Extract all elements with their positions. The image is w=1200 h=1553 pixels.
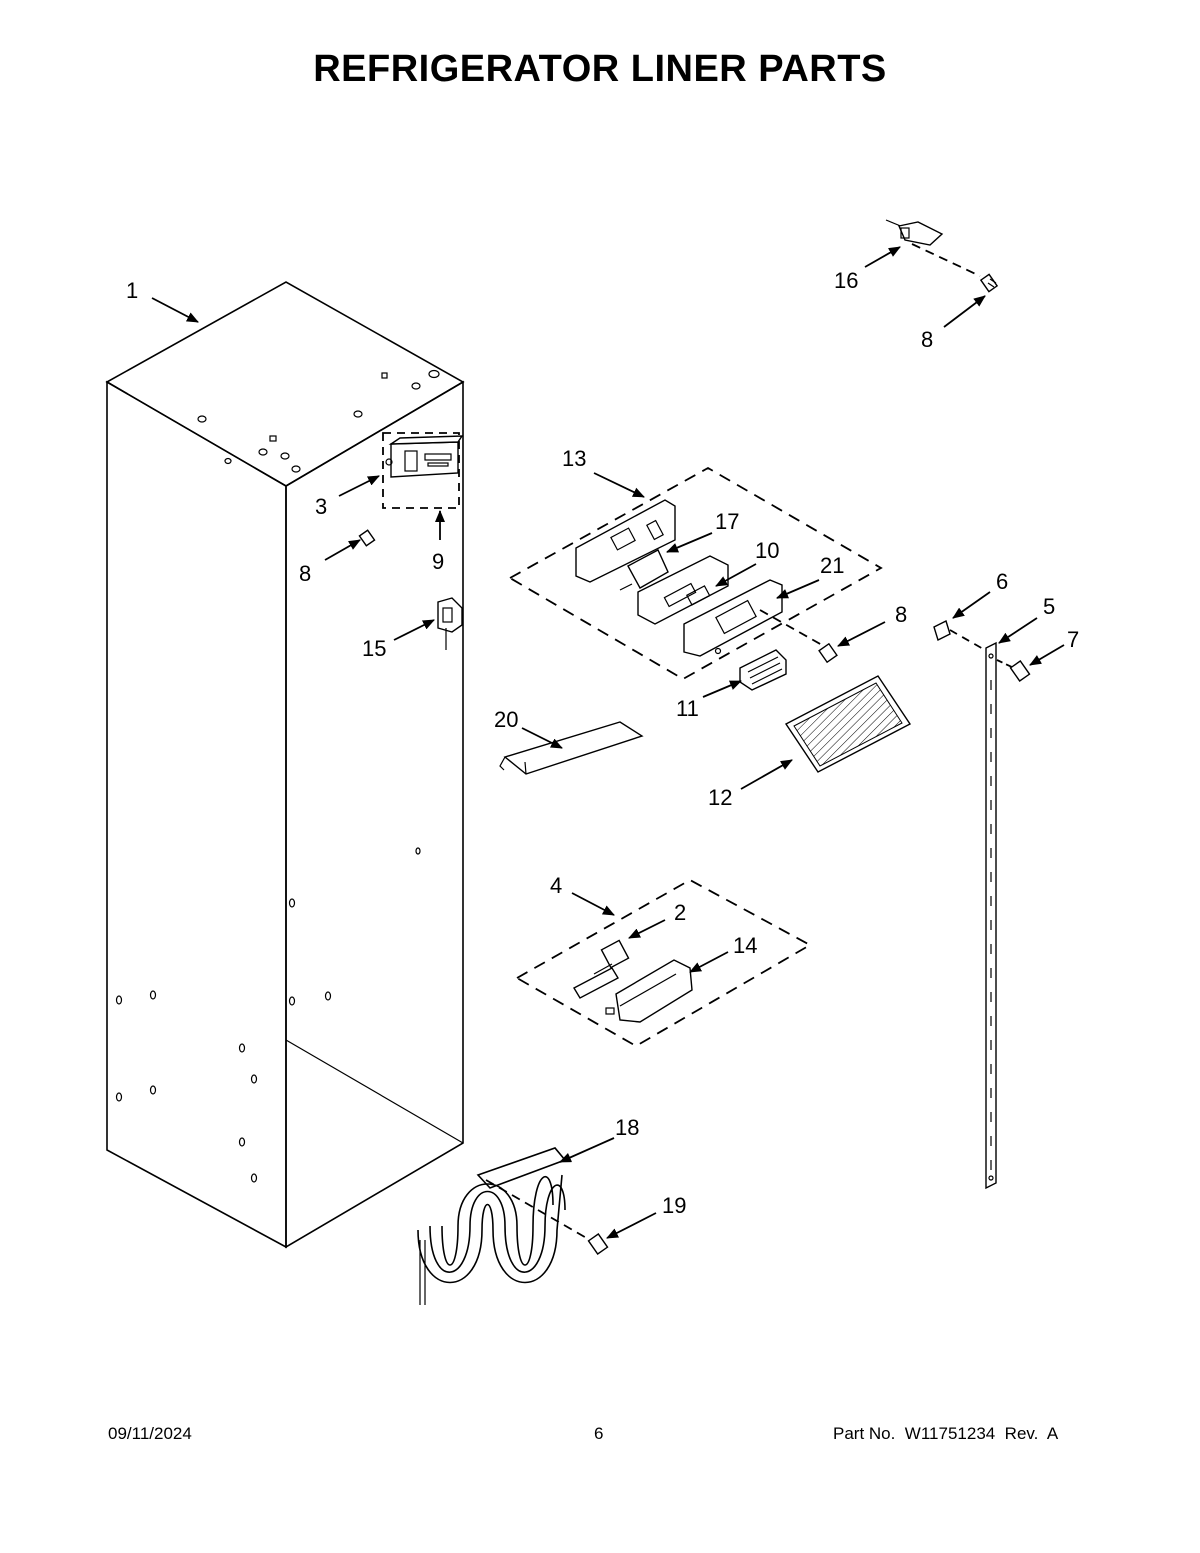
callout-3: 3 (315, 494, 327, 519)
screw-part-19 (587, 1233, 609, 1255)
callout-10: 10 (755, 538, 779, 563)
callout-5: 5 (1043, 594, 1055, 619)
callout-9: 9 (432, 549, 444, 574)
footer-part-number: Part No. W11751234 Rev. A (833, 1424, 1059, 1443)
callout-16: 16 (834, 268, 858, 293)
sensor-part-15 (437, 597, 463, 650)
callout-18: 18 (615, 1115, 639, 1140)
callout-15: 15 (362, 636, 386, 661)
callout-21: 21 (820, 553, 844, 578)
page-title: REFRIGERATOR LINER PARTS (313, 48, 887, 90)
callout-17: 17 (715, 509, 739, 534)
rail-part-5 (985, 641, 997, 1190)
control-housing-part-9 (382, 432, 464, 509)
callout-8-top: 8 (921, 327, 933, 352)
callout-19: 19 (662, 1193, 686, 1218)
footer-date: 09/11/2024 (108, 1424, 192, 1443)
callout-11: 11 (676, 696, 699, 721)
bracket-part-16 (885, 219, 999, 293)
callout-8-left: 8 (299, 561, 311, 586)
light-assembly-group (515, 878, 812, 1048)
callout-1: 1 (126, 278, 138, 303)
callout-2: 2 (674, 900, 686, 925)
callout-4: 4 (550, 873, 562, 898)
screw-top (979, 273, 999, 293)
callout-13: 13 (562, 446, 586, 471)
filter-cover-part-12 (784, 675, 912, 773)
screw-part-8-left (358, 529, 376, 547)
callout-8-mid: 8 (895, 602, 907, 627)
footer-page-number: 6 (594, 1424, 604, 1443)
callout-20: 20 (494, 707, 518, 732)
callout-arrows (151, 246, 1065, 1239)
callout-labels: 1 3 8 9 15 16 8 13 17 10 21 8 11 12 20 6… (126, 268, 1079, 1218)
trim-assembly-group (508, 466, 883, 691)
callout-14: 14 (733, 933, 757, 958)
screw-part-7 (996, 659, 1031, 682)
callout-7: 7 (1067, 627, 1079, 652)
heater-assembly-part-18 (417, 1147, 591, 1305)
liner-cabinet (105, 281, 465, 1249)
shelf-trim-part-20 (499, 721, 644, 775)
clip-part-6 (933, 620, 986, 651)
screw-mid (818, 642, 838, 664)
callout-6: 6 (996, 569, 1008, 594)
callout-12: 12 (708, 785, 732, 810)
